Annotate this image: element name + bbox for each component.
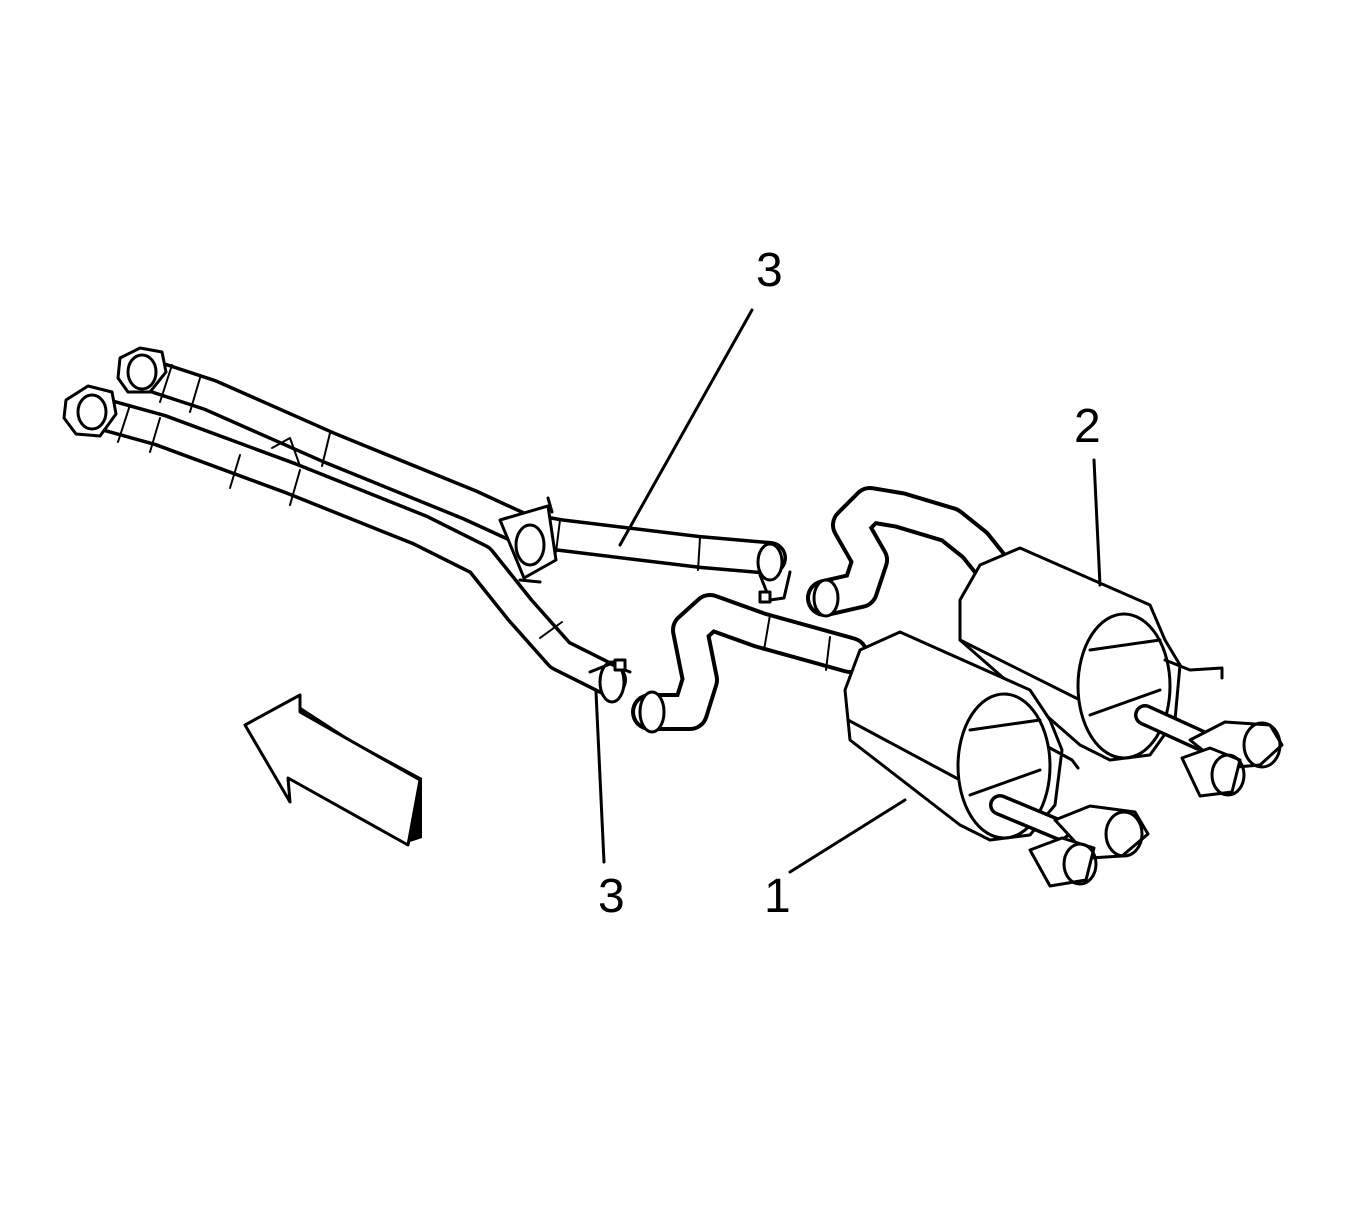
callout-3-bottom: 3 (598, 870, 625, 923)
muffler-1-tailpipes (989, 794, 1150, 888)
pipe-flange-rear (116, 346, 168, 394)
intermediate-pipe-front (78, 395, 627, 697)
pipe-bands (117, 364, 701, 639)
clamp-upper (756, 542, 792, 604)
muffler-inlet-pipe-right (631, 593, 869, 734)
hanger-bracket (498, 496, 558, 584)
callout-3-top: 3 (756, 244, 783, 297)
leader-line-2 (1092, 458, 1102, 587)
pipe-flange-front (62, 384, 118, 438)
intermediate-pipe-rear (123, 355, 787, 575)
arrow-front-of-vehicle-icon (243, 693, 422, 847)
leader-line-1 (788, 798, 907, 874)
muffler-1 (843, 630, 1080, 842)
callout-2: 2 (1074, 400, 1101, 453)
clamp-lower (588, 658, 632, 704)
leader-line-3-top (618, 308, 754, 547)
leader-line-3-bottom (594, 690, 606, 864)
muffler-2-tailpipes (1134, 704, 1284, 798)
muffler-inlet-pipe-left (806, 486, 1014, 618)
callout-1: 1 (764, 870, 791, 923)
